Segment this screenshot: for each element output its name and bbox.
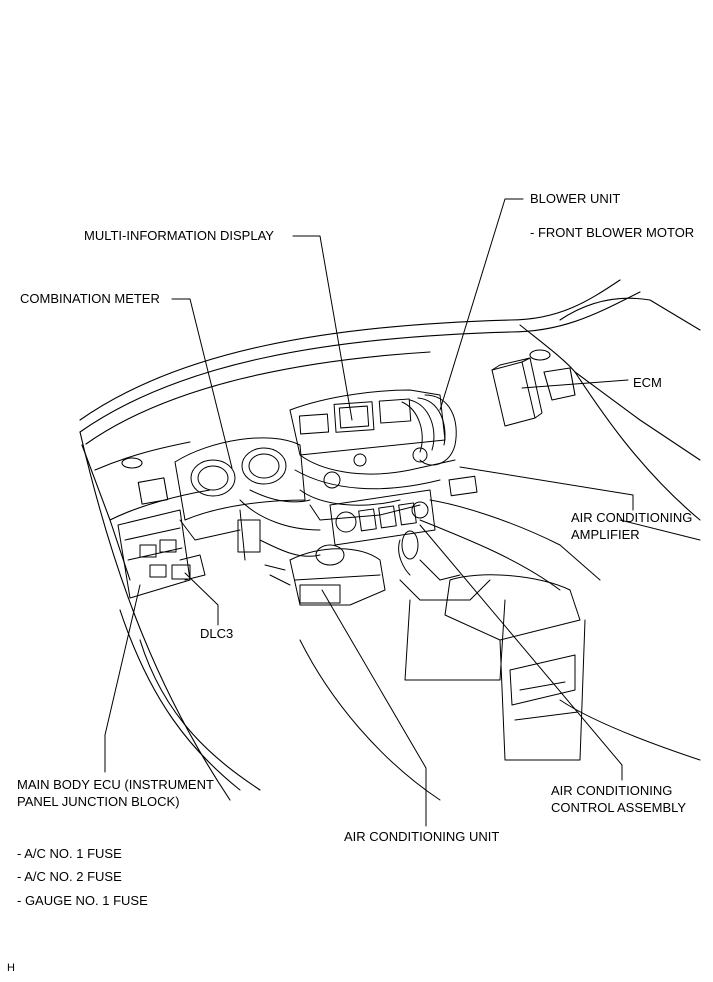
label-fuse-ac-1: - A/C NO. 1 FUSE xyxy=(17,846,122,861)
label-ac-control-line1: AIR CONDITIONING xyxy=(551,783,673,798)
label-ac-unit: AIR CONDITIONING UNIT xyxy=(344,829,500,844)
label-ac-amplifier-line1: AIR CONDITIONING xyxy=(571,510,693,525)
label-fuse-ac-2: - A/C NO. 2 FUSE xyxy=(17,869,122,884)
ecm-drawing xyxy=(491,357,543,427)
leader-lines xyxy=(104,198,634,827)
label-front-blower-motor: - FRONT BLOWER MOTOR xyxy=(530,225,695,240)
label-ecm: ECM xyxy=(633,375,662,390)
dashboard-outline xyxy=(79,279,701,801)
label-blower-unit: BLOWER UNIT xyxy=(530,191,621,206)
label-main-body-ecu-line2: PANEL JUNCTION BLOCK) xyxy=(17,794,180,809)
main-body-ecu-drawing xyxy=(117,509,206,599)
label-dlc3: DLC3 xyxy=(200,626,234,641)
combination-meter-drawing xyxy=(174,437,306,541)
label-combination-meter: COMBINATION METER xyxy=(20,291,160,306)
figure-code: H xyxy=(7,962,15,974)
label-fuse-gauge-1: - GAUGE NO. 1 FUSE xyxy=(17,893,148,908)
label-multi-information-display: MULTI-INFORMATION DISPLAY xyxy=(84,228,274,243)
label-ac-control-line2: CONTROL ASSEMBLY xyxy=(551,800,687,815)
label-ac-amplifier-line2: AMPLIFIER xyxy=(571,527,640,542)
label-main-body-ecu-line1: MAIN BODY ECU (INSTRUMENT xyxy=(17,777,214,792)
console-outline xyxy=(299,475,701,801)
center-stack-drawing xyxy=(237,389,457,606)
